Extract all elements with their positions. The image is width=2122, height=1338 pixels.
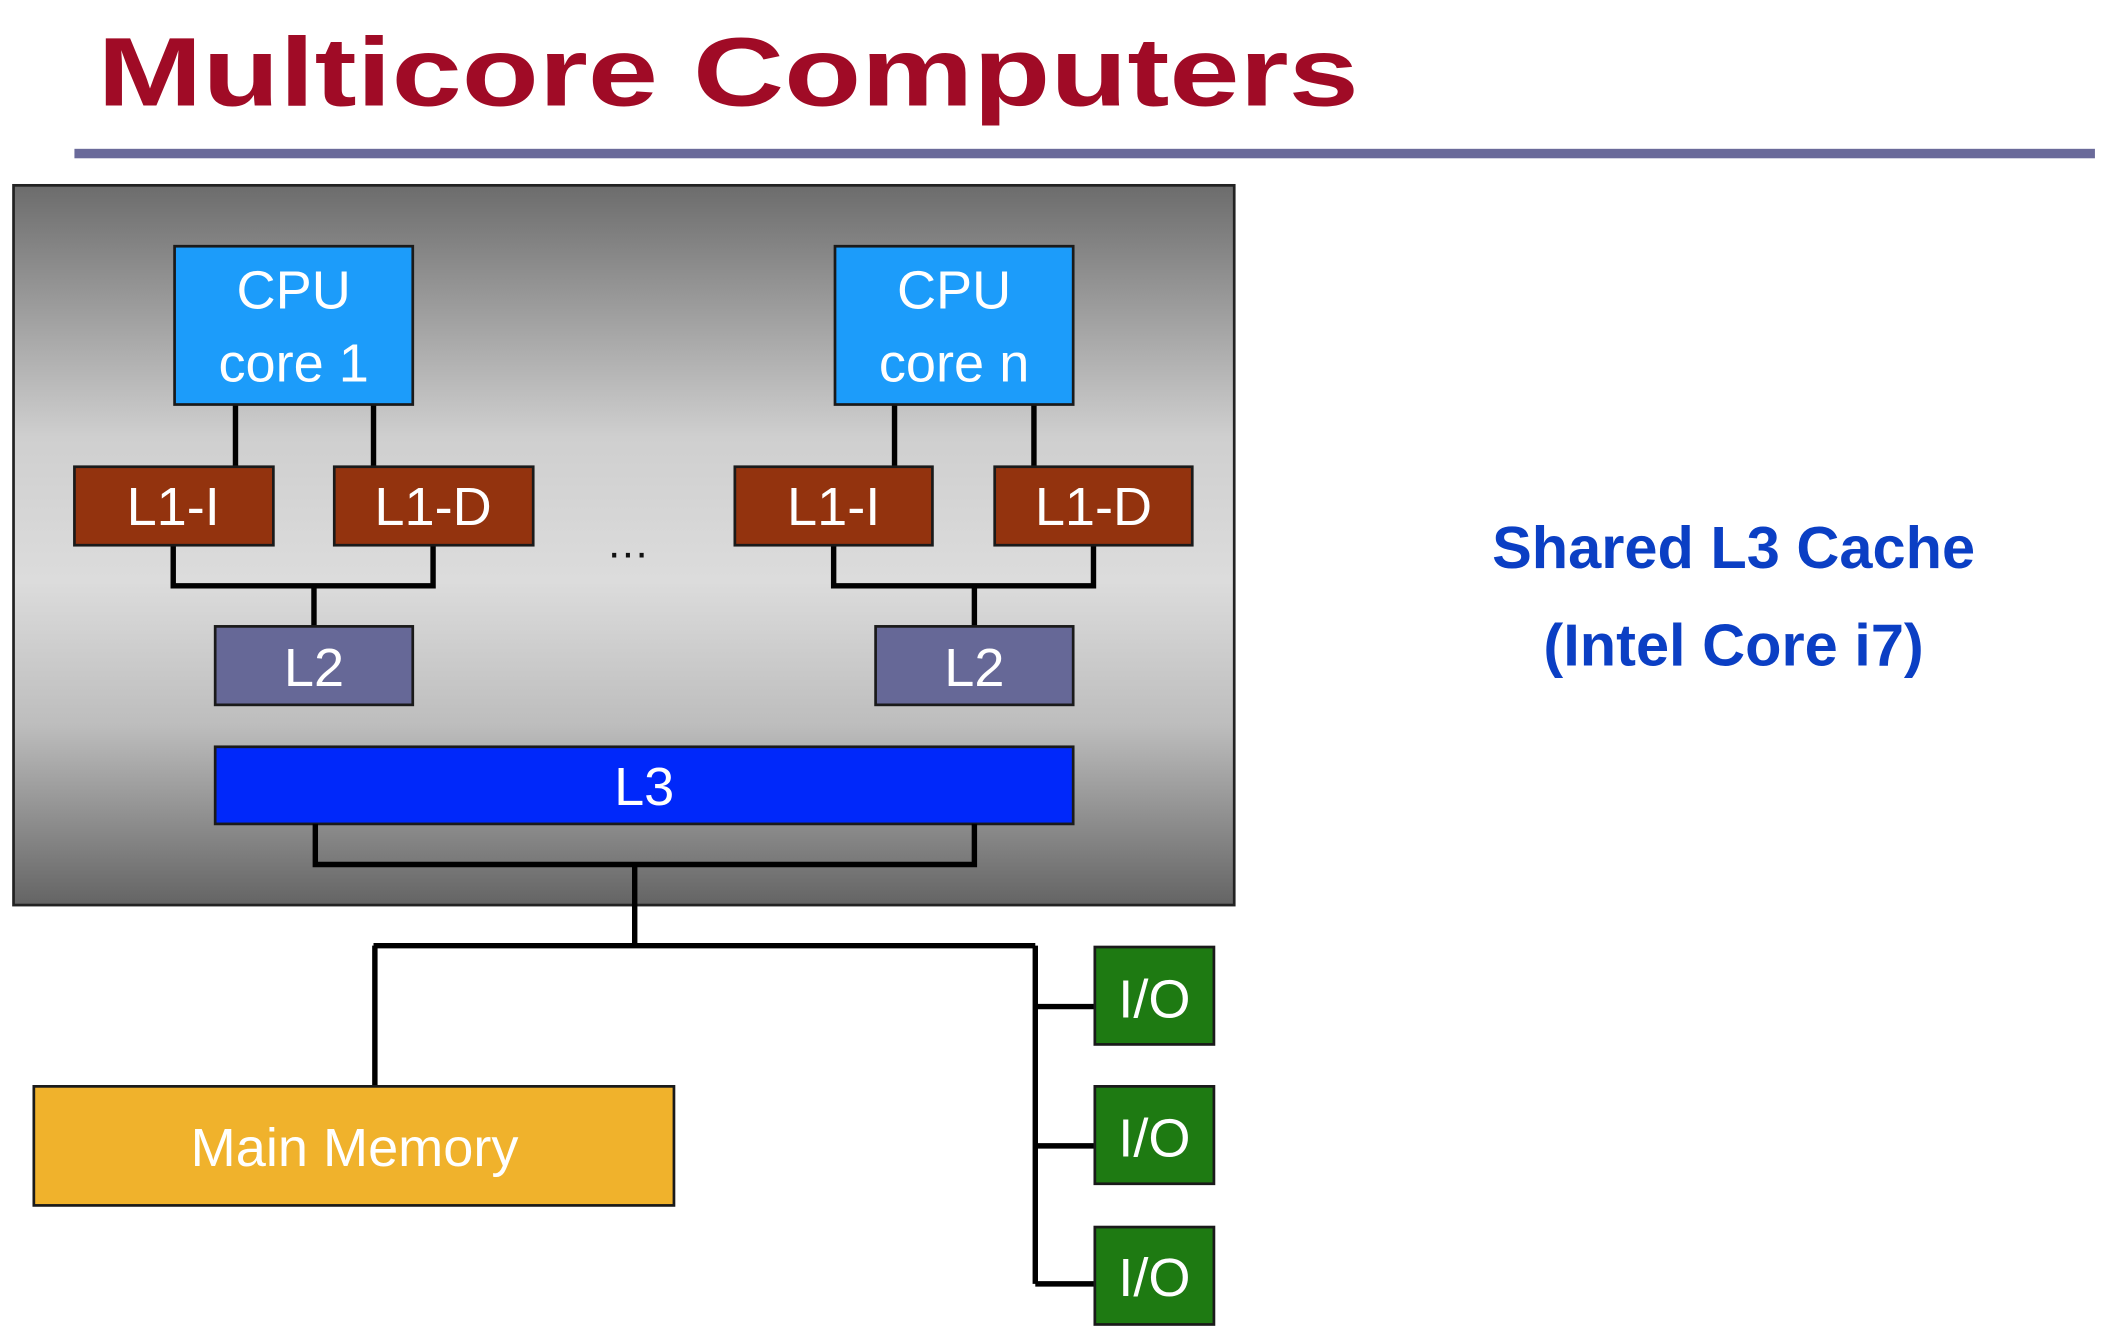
shared-l3-cache: L3 — [213, 745, 1075, 826]
note-intel-core-i7: (Intel Core i7) — [1543, 612, 1923, 679]
core-1-l2-cache: L2 — [213, 625, 415, 707]
more-cores-ellipsis: … — [606, 519, 649, 567]
l1i-label: L1-I — [127, 477, 220, 537]
cpu-core-1: CPU core 1 — [173, 244, 415, 406]
cpu-core-1-box — [173, 244, 415, 406]
io-device-1: I/O — [1093, 945, 1216, 1046]
cpu-core-n-box — [833, 244, 1075, 406]
core-n-l1-data-cache: L1-D — [993, 465, 1194, 547]
l1d-label: L1-D — [1035, 477, 1152, 537]
cpu-core-1-label-line2: core 1 — [218, 334, 368, 394]
main-memory-label: Main Memory — [191, 1118, 519, 1178]
io-device-3: I/O — [1093, 1225, 1216, 1326]
slide-title: Multicore Computers — [97, 18, 1358, 127]
main-memory: Main Memory — [32, 1085, 676, 1207]
l2-label: L2 — [284, 638, 344, 698]
core-n-wiring — [830, 404, 1097, 627]
core-1-wiring — [170, 404, 436, 627]
note-shared-l3: Shared L3 Cache — [1492, 514, 1975, 581]
io-label: I/O — [1118, 1248, 1190, 1308]
core-1-l1-instruction-cache: L1-I — [73, 465, 275, 547]
cpu-core-n-label-line1: CPU — [897, 260, 1011, 320]
l1d-label: L1-D — [374, 477, 491, 537]
core-n-l2-cache: L2 — [874, 625, 1075, 707]
core-n-l1-instruction-cache: L1-I — [733, 465, 934, 547]
core-1-l1-data-cache: L1-D — [332, 465, 535, 547]
l3-label: L3 — [614, 757, 674, 817]
title-rule — [74, 148, 2095, 159]
io-label: I/O — [1118, 969, 1190, 1029]
l3-bus-wiring — [312, 823, 978, 868]
l2-label: L2 — [944, 638, 1004, 698]
io-device-2: I/O — [1093, 1085, 1216, 1186]
io-label: I/O — [1118, 1109, 1190, 1169]
cpu-core-n: CPU core n — [833, 244, 1075, 406]
cpu-core-n-label-line2: core n — [879, 334, 1029, 394]
l1i-label: L1-I — [787, 477, 880, 537]
system-bus — [372, 864, 1095, 1287]
cpu-core-1-label-line1: CPU — [237, 260, 351, 320]
